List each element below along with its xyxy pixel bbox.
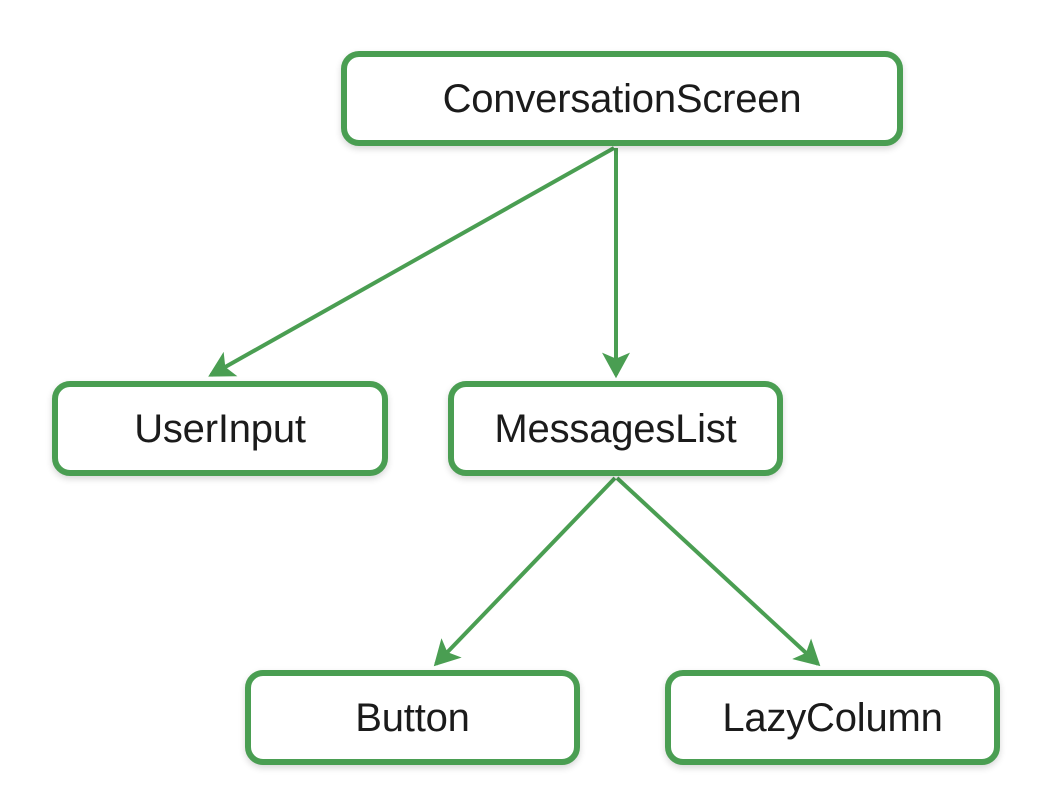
edge-conversationscreen-to-userinput [208, 146, 615, 377]
edge-messageslist-to-button [433, 476, 617, 667]
node-lazycolumn[interactable]: LazyColumn [665, 670, 1000, 765]
node-label-conversationscreen: ConversationScreen [442, 76, 802, 121]
node-conversationscreen[interactable]: ConversationScreen [341, 51, 903, 146]
node-label-messageslist: MessagesList [494, 406, 737, 451]
edge-messageslist-to-lazycolumn [615, 476, 821, 667]
node-label-lazycolumn: LazyColumn [722, 695, 943, 740]
node-userinput[interactable]: UserInput [52, 381, 388, 476]
node-messageslist[interactable]: MessagesList [448, 381, 783, 476]
node-label-userinput: UserInput [134, 406, 306, 451]
node-label-button: Button [355, 695, 470, 740]
node-button[interactable]: Button [245, 670, 580, 765]
